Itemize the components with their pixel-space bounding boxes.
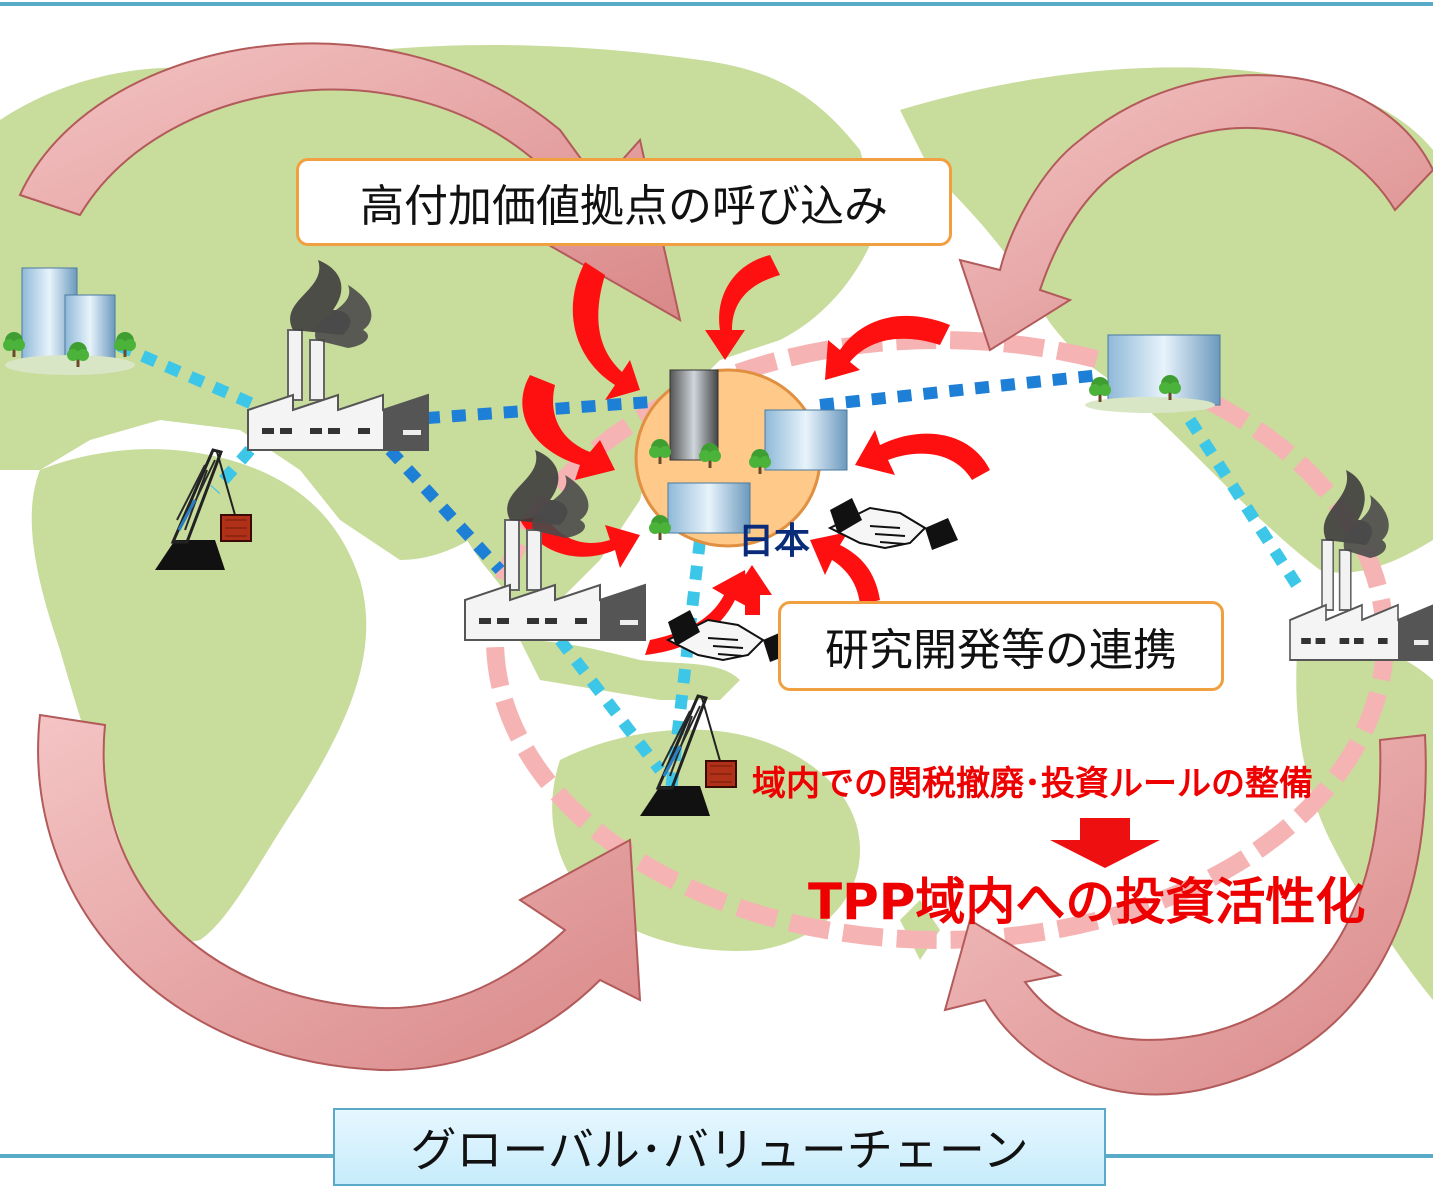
circle-arrow-top-right (958, 74, 1433, 352)
japan-glass-building-icon (749, 409, 848, 474)
us-office-building-icon (1085, 334, 1221, 413)
continent-africa (31, 449, 367, 942)
tpp-investment-label: TPP域内への投資活性化 (808, 873, 1366, 931)
link-japan-us-office (819, 369, 1101, 411)
link-factory-sea-factory (385, 445, 505, 575)
japan-office-block-icon (649, 482, 751, 540)
link-factory-crane (210, 446, 255, 494)
red-arrow-1 (572, 262, 640, 400)
rd-cooperation-label: 研究開発等の連携 (778, 601, 1224, 691)
tariff-rules-label: 域内での関税撤廃･投資ルールの整備 (752, 764, 1313, 804)
attract-hubs-label: 高付加価値拠点の呼び込み (296, 158, 952, 246)
japan-label: 日本 (738, 521, 811, 562)
red-arrow-6 (855, 430, 990, 480)
circle-arrow-bottom-left (37, 713, 642, 1072)
red-arrow-8 (732, 565, 772, 615)
link-us-office-factory (1184, 416, 1306, 594)
continent-indonesia (520, 640, 740, 700)
link-sea-factory-crane (555, 636, 665, 774)
link-factory-japan (399, 396, 651, 426)
japan-office-tower-icon (649, 369, 721, 468)
red-arrow-2 (522, 375, 615, 480)
red-arrow-5 (825, 315, 950, 380)
global-circulation-arrows (18, 42, 1433, 1096)
red-arrow-9 (645, 570, 748, 655)
red-arrow-7 (810, 532, 880, 605)
europe-office-building-icon (3, 267, 136, 375)
handshake-icon-japan (829, 497, 959, 551)
global-value-chain-title: グローバル･バリューチェーン (333, 1108, 1106, 1186)
circle-arrow-bottom-right (943, 733, 1427, 1096)
red-arrow-4 (705, 255, 780, 360)
inbound-red-arrows (520, 255, 990, 655)
down-arrow-icon (1050, 818, 1160, 868)
